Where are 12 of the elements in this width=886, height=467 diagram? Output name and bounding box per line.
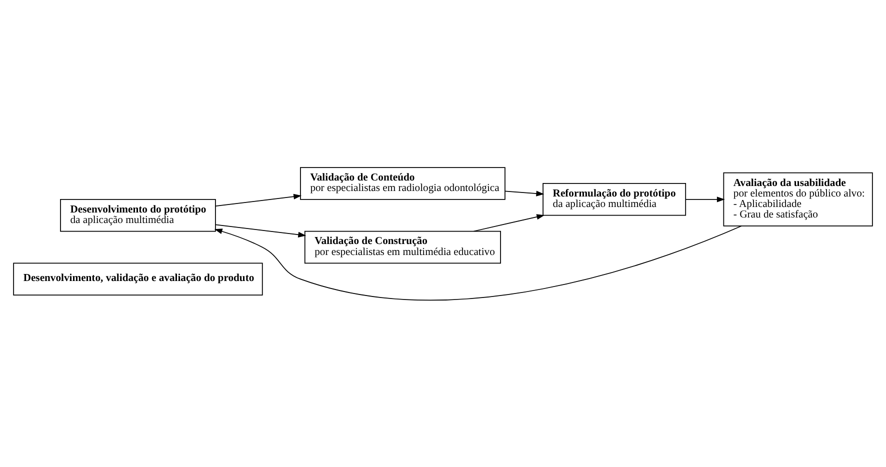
arrow xyxy=(473,214,545,232)
arrow xyxy=(504,190,544,196)
arrow xyxy=(215,193,302,206)
node-box: Reformulação do protótipo da aplicação multimédia xyxy=(542,182,686,216)
node-box: Validação de Construção por especialistas em multimédia educativo xyxy=(304,230,501,264)
arrow xyxy=(214,225,742,300)
arrow xyxy=(685,196,725,202)
node-box: Desenvolvimento do protótipo da aplicação multimédia xyxy=(60,198,216,232)
node-box: Desenvolvimento, validação e avaliação do produto xyxy=(13,262,263,295)
node-box: Avaliação da usabilidade por elementos do público alvo: - Aplicabilidade - Grau de satisfação xyxy=(723,172,873,226)
node-box: Validação de Conteúdo por especialistas em radiologia odontológica xyxy=(300,166,506,200)
arrow xyxy=(215,224,306,237)
